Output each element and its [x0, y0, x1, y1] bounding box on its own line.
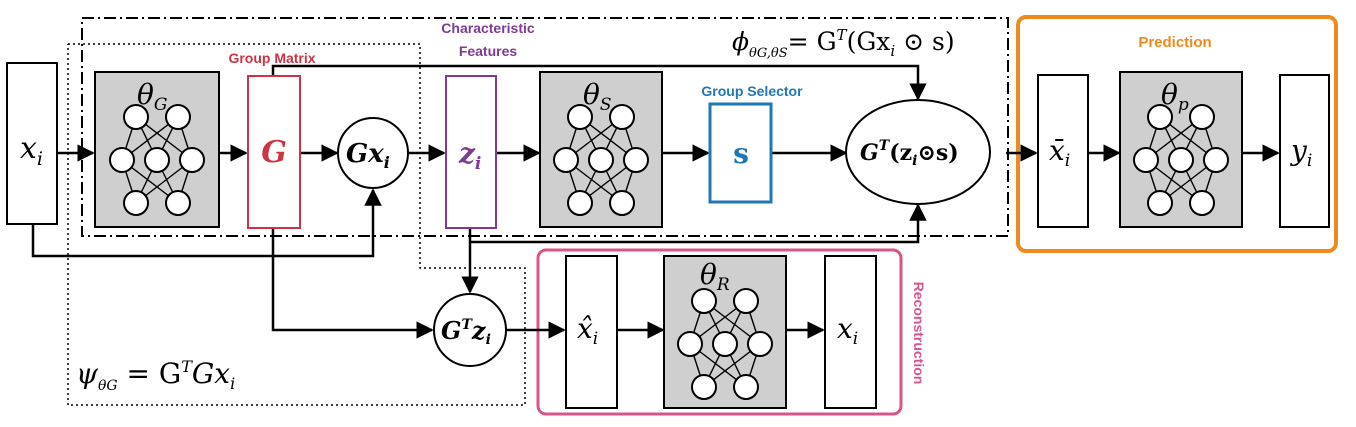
theta-r-neuron [712, 331, 738, 357]
reconstruction-box [536, 248, 903, 416]
theta-g-neuron [123, 190, 149, 216]
network-theta-r [663, 255, 787, 409]
network-theta-p [1119, 71, 1243, 228]
theta-r-neuron [733, 288, 759, 314]
theta-r-label: θR [700, 258, 730, 295]
theta-p-neuron [1189, 104, 1215, 130]
xbar-label: x̄i [1049, 134, 1070, 171]
group-selector-box [708, 102, 773, 204]
network-theta-s [539, 71, 663, 228]
theta-s-label: θS [583, 78, 612, 115]
group-selector-label: Group Selector [701, 83, 803, 99]
theta-r-neuron [677, 331, 703, 357]
theta-s-neuron [553, 147, 579, 173]
x-out-box [824, 255, 877, 409]
theta-s-neuron [609, 104, 635, 130]
phi-region-outline [81, 17, 1009, 237]
psi-formula: ψθG = GTGxi [76, 357, 235, 394]
input-x-box [6, 62, 58, 225]
gx-node [337, 117, 409, 189]
theta-s-neuron [623, 147, 649, 173]
theta-g-neuron [144, 147, 170, 173]
group-selector-symbol: s [733, 137, 749, 170]
theta-s-neuron [567, 104, 593, 130]
theta-g-neuron [165, 104, 191, 130]
characteristic-label-line2: Features [459, 43, 518, 59]
theta-r-neuron [733, 374, 759, 400]
prediction-box [1016, 15, 1338, 253]
theta-g-label: θG [137, 78, 167, 115]
z-label: zi [458, 137, 481, 174]
theta-s-neuron [588, 147, 614, 173]
theta-p-label: θp [1161, 78, 1189, 115]
gx-label: Gxi [346, 139, 390, 172]
x-out-label: xi [837, 312, 858, 349]
phi-formula: ϕθG,θS= GT(Gxi ⊙ s) [732, 26, 955, 61]
theta-r-neuron [691, 288, 717, 314]
theta-g-neuron [123, 104, 149, 130]
xhat-label: x̂i [577, 312, 598, 349]
theta-p-neuron [1147, 190, 1173, 216]
theta-g-neuron [109, 147, 135, 173]
theta-g-neuron [179, 147, 205, 173]
xbar-box [1037, 74, 1089, 228]
theta-s-neuron [609, 190, 635, 216]
theta-s-neuron [567, 190, 593, 216]
gtz-label: GTzi [441, 316, 491, 348]
theta-p-neuron [1203, 147, 1229, 173]
theta-p-neuron [1147, 104, 1173, 130]
characteristic-features-box [445, 75, 497, 229]
theta-p-neuron [1133, 147, 1159, 173]
gt-zs-label: GT(zi⊙s) [860, 138, 959, 169]
y-label: yi [1289, 134, 1312, 171]
input-x-label: xi [20, 131, 43, 170]
prediction-label: Prediction [1138, 34, 1211, 51]
psi-region-outline [67, 43, 526, 406]
gt-zs-node [845, 99, 991, 205]
group-matrix-box [247, 75, 301, 229]
group-matrix-symbol: G [261, 135, 287, 170]
theta-r-neuron [691, 374, 717, 400]
network-theta-g [94, 71, 220, 228]
y-box [1279, 74, 1330, 228]
theta-p-neuron [1189, 190, 1215, 216]
theta-g-neuron [165, 190, 191, 216]
group-matrix-label: Group Matrix [228, 50, 315, 66]
theta-r-neuron [747, 331, 773, 357]
reconstruction-label: Reconstruction [911, 282, 927, 385]
theta-p-neuron [1168, 147, 1194, 173]
xhat-box [565, 255, 618, 409]
gtz-node [433, 293, 507, 367]
characteristic-label-line1: Characteristic [441, 20, 535, 36]
